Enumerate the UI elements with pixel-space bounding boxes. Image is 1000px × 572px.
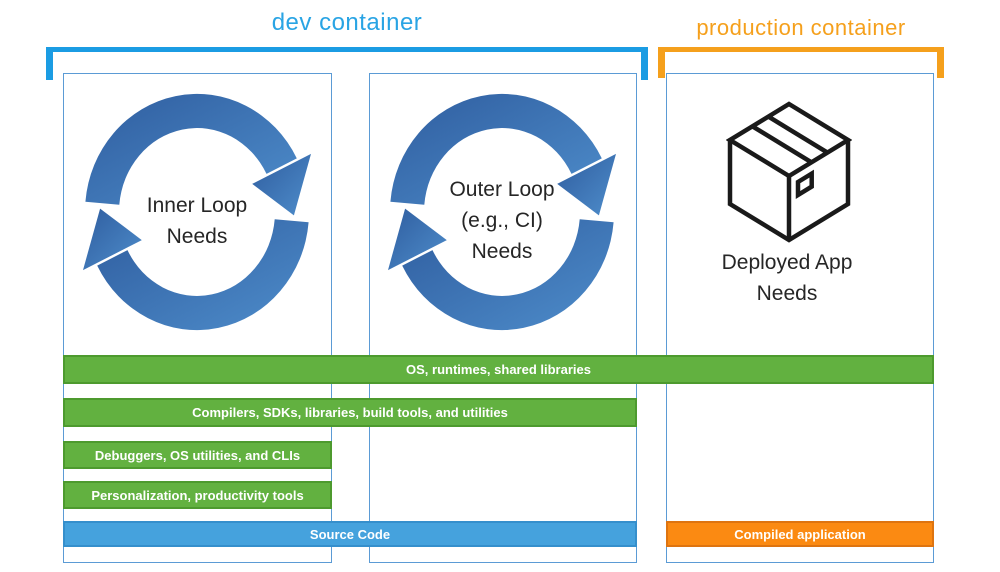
layer-compiled-application: Compiled application — [666, 521, 934, 547]
layer-label: Personalization, productivity tools — [91, 487, 304, 503]
bracket-bar — [46, 47, 648, 52]
layer-label: Debuggers, OS utilities, and CLIs — [94, 447, 301, 463]
layer-source-code: Source Code — [63, 521, 637, 547]
package-box-icon — [726, 101, 852, 243]
layer-debuggers-clis: Debuggers, OS utilities, and CLIs — [63, 441, 332, 469]
layer-os-runtimes: OS, runtimes, shared libraries — [63, 355, 934, 384]
layer-label: Compilers, SDKs, libraries, build tools,… — [192, 405, 508, 420]
layer-label: OS, runtimes, shared libraries — [406, 362, 591, 377]
label-line: Inner Loop — [146, 194, 248, 217]
bracket-tick-left — [658, 47, 665, 78]
label-line: Needs — [471, 240, 533, 263]
bracket-bar — [658, 47, 944, 52]
layer-compilers-sdks: Compilers, SDKs, libraries, build tools,… — [63, 398, 637, 427]
label-line: Needs — [166, 225, 228, 248]
production-container-bracket — [658, 47, 944, 80]
cycle-arrows-icon — [83, 93, 311, 331]
dev-container-title: dev container — [271, 9, 423, 36]
outer-loop-label: Outer Loop (e.g., CI) Needs — [392, 174, 612, 267]
inner-loop-label: Inner Loop Needs — [87, 190, 307, 252]
label-line: Needs — [756, 282, 818, 305]
deployed-app-label: Deployed App Needs — [677, 247, 897, 309]
layer-personalization: Personalization, productivity tools — [63, 481, 332, 509]
label-line: Deployed App — [721, 251, 853, 274]
bracket-tick-right — [641, 47, 648, 80]
dev-container-bracket — [46, 47, 648, 80]
label-line: (e.g., CI) — [461, 209, 543, 232]
bracket-tick-left — [46, 47, 53, 80]
layer-label: Compiled application — [734, 526, 866, 542]
layer-label: Source Code — [309, 526, 391, 542]
production-container-title: production container — [696, 15, 906, 40]
label-line: Outer Loop — [449, 178, 555, 201]
cycle-arrows-icon — [388, 93, 616, 331]
bracket-tick-right — [937, 47, 944, 78]
